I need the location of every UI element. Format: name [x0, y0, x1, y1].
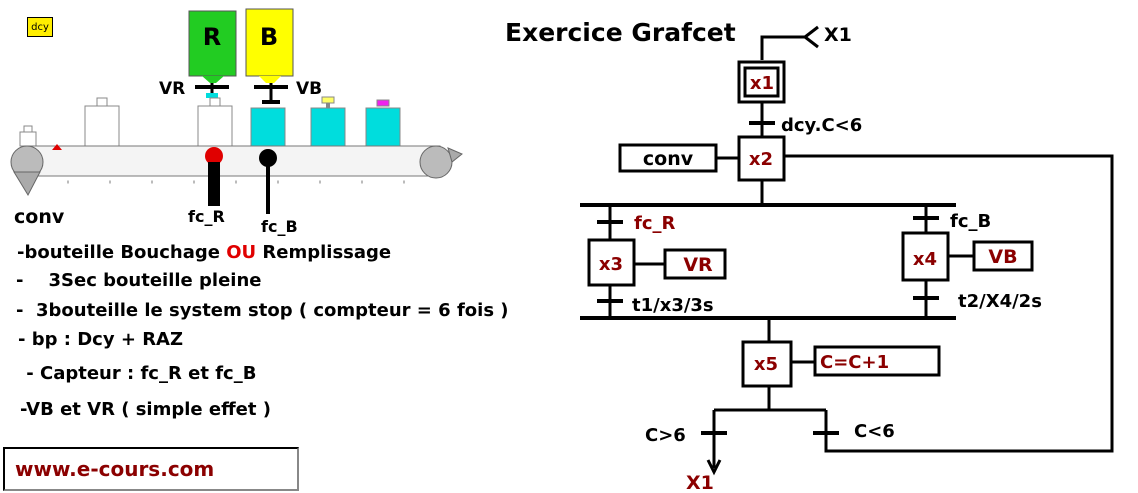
fc-r-label: fc_R — [188, 207, 225, 226]
bottle-empty — [19, 125, 37, 147]
grafcet: Exercice Grafcet X1 x1 dcy.C<6 x2 conv f… — [505, 18, 1114, 493]
bottle-filled — [250, 107, 286, 147]
conveyor-roller-right — [419, 145, 453, 179]
conveyor-belt — [24, 145, 441, 177]
vr-valve-outlet — [206, 93, 218, 98]
website-box: www.e-cours.com — [3, 447, 299, 491]
grafcet-title: Exercice Grafcet — [505, 18, 736, 47]
action-vb — [972, 240, 1034, 272]
step-x2 — [737, 135, 786, 182]
step-x3 — [587, 238, 636, 287]
action-vr — [663, 248, 727, 280]
action-counter — [813, 345, 941, 377]
x1-return-label: X1 — [686, 472, 714, 493]
note-buttons: - bp : Dcy + RAZ — [18, 329, 184, 350]
note-mode-ou: OU — [226, 242, 257, 263]
note-mode-a: -bouteille Bouchage — [17, 242, 227, 263]
note-timer: - 3Sec bouteille pleine — [16, 270, 262, 291]
step-x5 — [741, 340, 793, 388]
dcy-button[interactable]: dcy — [27, 17, 53, 37]
note-sensors: - Capteur : fc_R et fc_B — [20, 363, 257, 384]
fc-b-sensor-head — [259, 149, 277, 167]
bottle-capped — [310, 96, 346, 147]
x1-entry-label: X1 — [824, 24, 852, 46]
note-mode: -bouteille Bouchage OU Remplissage — [17, 242, 391, 263]
action-vr-label: VR — [683, 254, 713, 276]
fc-r-sensor-head — [205, 147, 223, 165]
tank-b-nozzle — [259, 76, 281, 83]
tank-b — [245, 8, 294, 77]
tank-b-label: B — [260, 23, 278, 51]
bottle-under-vr — [197, 97, 233, 147]
action-counter-label: C=C+1 — [820, 352, 889, 373]
tank-r-label: R — [203, 23, 221, 51]
transition-cgt6-label: C>6 — [645, 425, 686, 446]
step-x4-label: x4 — [913, 249, 937, 270]
fc-b-label: fc_B — [261, 217, 298, 236]
vb-valve-label: VB — [296, 79, 322, 99]
fc-b-sensor — [266, 162, 270, 214]
bottle-capped — [365, 99, 401, 147]
note-counter: - 3bouteille le system stop ( compteur =… — [16, 300, 509, 321]
transition-dcy-label: dcy.C<6 — [781, 115, 862, 136]
transition-fcb-label: fc_B — [950, 211, 991, 232]
transition-t1-label: t1/x3/3s — [632, 295, 714, 316]
action-conv — [618, 143, 718, 173]
conv-label: conv — [14, 206, 65, 228]
fc-r-sensor — [208, 162, 220, 206]
note-mode-b: Remplissage — [256, 242, 392, 263]
step-x1-label: x1 — [750, 73, 774, 94]
tank-r — [188, 10, 237, 77]
tank-r-nozzle — [202, 76, 224, 83]
note-valves: -VB et VR ( simple effet ) — [20, 399, 271, 420]
step-x3-label: x3 — [599, 254, 623, 275]
action-conv-label: conv — [643, 148, 694, 170]
step-x5-label: x5 — [754, 354, 778, 375]
transition-clt6-label: C<6 — [854, 421, 895, 442]
transition-t2-label: t2/X4/2s — [958, 291, 1042, 312]
website-link[interactable]: www.e-cours.com — [15, 457, 215, 481]
transition-fcr-label: fc_R — [634, 213, 676, 234]
action-vb-label: VB — [988, 246, 1017, 268]
vr-valve-label: VR — [159, 79, 185, 99]
step-x2-label: x2 — [749, 149, 773, 170]
filling-machine: R B VR VB — [10, 8, 463, 236]
bottle-empty — [84, 97, 120, 147]
